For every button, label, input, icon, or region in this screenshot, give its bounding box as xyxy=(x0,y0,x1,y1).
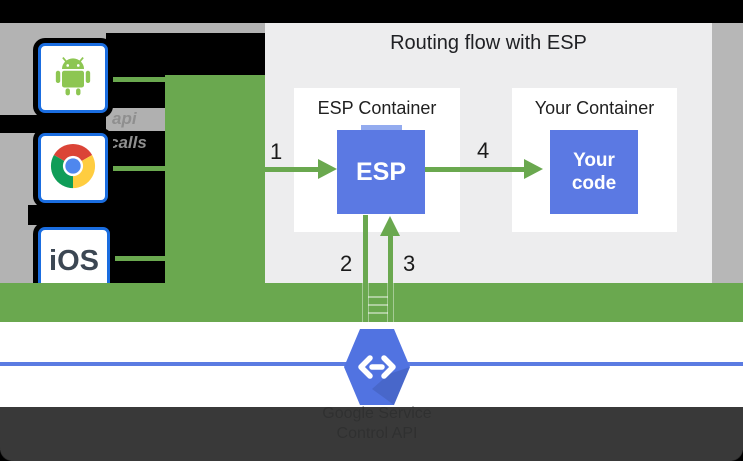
flow-arrow-4-head-icon xyxy=(524,159,543,179)
api-calls-annotation-line2: calls xyxy=(109,133,147,152)
gray-patch xyxy=(106,108,166,131)
panel-title: Routing flow with ESP xyxy=(390,32,587,54)
band-dash xyxy=(368,304,388,306)
routing-column xyxy=(165,75,265,283)
esp-box-highlight xyxy=(361,125,402,131)
step-number-2: 2 xyxy=(340,251,353,276)
flow-arrow-2-line xyxy=(363,215,368,322)
transparent-hole xyxy=(106,33,266,76)
android-icon xyxy=(51,53,95,104)
flow-arrow-1-head-icon xyxy=(318,159,337,179)
android-client-box xyxy=(38,43,108,113)
your-code-label-line2: code xyxy=(571,173,617,194)
ios-connector-line xyxy=(110,256,165,261)
flow-arrow-3-line xyxy=(388,236,393,322)
flow-arrow-1-line xyxy=(265,167,318,172)
band-dash xyxy=(368,312,388,314)
ios-label: iOS xyxy=(49,244,99,277)
band-dash xyxy=(368,296,388,298)
step-number-1: 1 xyxy=(270,139,283,164)
transparent-hole xyxy=(28,205,108,225)
your-code-label-line1: Your xyxy=(573,150,615,171)
your-code-node: Your code xyxy=(550,130,638,214)
esp-node: ESP xyxy=(337,130,425,214)
esp-container-label: ESP Container xyxy=(317,98,437,118)
android-connector-line xyxy=(108,77,165,82)
dark-footer-bar xyxy=(0,407,743,461)
your-container-label: Your Container xyxy=(534,98,655,118)
step-number-3: 3 xyxy=(403,251,416,276)
right-backdrop xyxy=(712,23,743,283)
cloud-endpoints-hexagon-icon xyxy=(342,327,412,407)
step-number-4: 4 xyxy=(477,138,490,163)
flow-arrow-3-head-icon xyxy=(380,216,400,236)
api-calls-annotation-line1: api xyxy=(112,109,137,128)
transparent-hole xyxy=(0,115,106,133)
esp-node-label: ESP xyxy=(355,157,407,186)
chrome-icon xyxy=(49,142,97,195)
network-band xyxy=(0,283,743,322)
flow-arrow-4-line xyxy=(425,167,524,172)
chrome-connector-line xyxy=(108,166,165,171)
chrome-client-box xyxy=(38,133,108,203)
